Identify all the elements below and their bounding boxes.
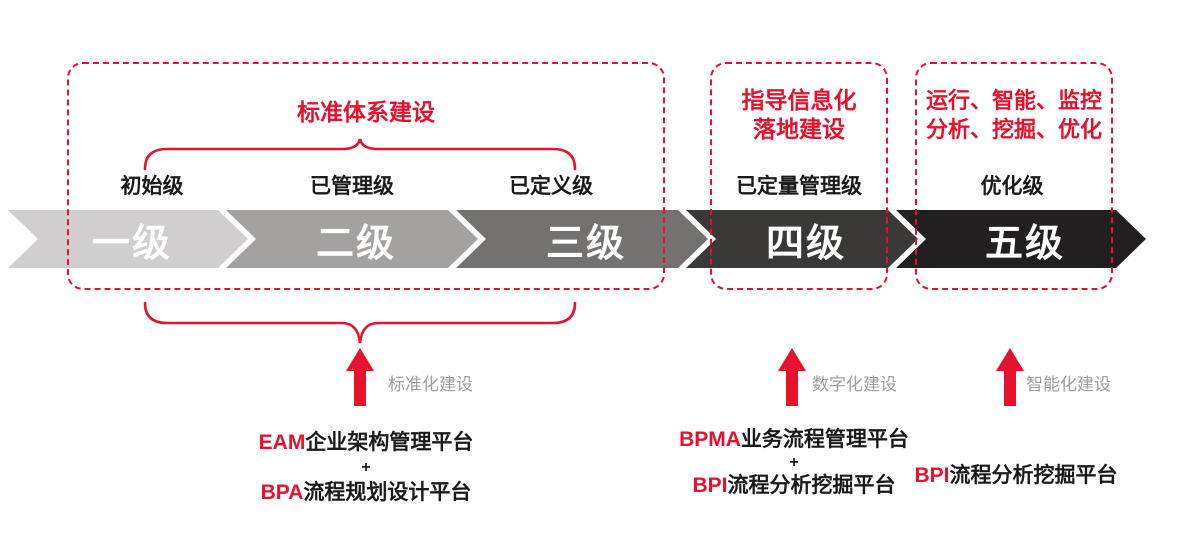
platform-group-bpma-bpi: BPMA业务流程管理平台 + BPI流程分析挖掘平台 <box>679 428 909 497</box>
level-chevron-3: 三级 <box>456 210 708 268</box>
curly-brace-top-icon <box>143 137 577 171</box>
stage-box-title-line1: 指导信息化 <box>741 87 857 113</box>
stage-box-title-line1: 运行、智能、监控 <box>925 88 1102 113</box>
up-arrow-icon <box>346 348 374 406</box>
plus-joiner: + <box>361 459 371 476</box>
stage-box-intelligent-ops: 运行、智能、监控 分析、挖掘、优化 <box>915 62 1113 290</box>
platform-line: BPI流程分析挖掘平台 <box>914 459 1117 489</box>
level-chevron-5: 五级 <box>896 210 1146 268</box>
phase-label-digitalization: 数字化建设 <box>812 375 897 394</box>
level-chevron-1: 一级 <box>8 210 248 268</box>
platform-name: 流程规划设计平台 <box>303 481 472 504</box>
platform-line: BPMA业务流程管理平台 <box>679 428 909 451</box>
stage-box-informatization: 指导信息化 落地建设 <box>710 62 888 290</box>
platform-line: EAM企业架构管理平台 <box>259 430 474 455</box>
stage-box-title-line2: 落地建设 <box>753 116 845 142</box>
level-chevron-4: 四级 <box>686 210 918 268</box>
platform-name: 流程分析挖掘平台 <box>949 464 1118 487</box>
maturity-label-4: 已定量管理级 <box>736 175 862 198</box>
plus-joiner: + <box>789 454 799 471</box>
platform-line: BPA流程规划设计平台 <box>259 480 474 505</box>
platform-group-eam-bpa: EAM企业架构管理平台 + BPA流程规划设计平台 <box>259 430 474 505</box>
platform-name: 企业架构管理平台 <box>305 431 474 454</box>
curly-brace-bottom-icon <box>143 301 577 345</box>
stage-box-standard-system: 标准体系建设 <box>67 62 665 290</box>
platform-name: 流程分析挖掘平台 <box>727 474 896 497</box>
platform-acronym: BPMA <box>679 428 741 451</box>
maturity-label-3: 已定义级 <box>509 175 593 198</box>
phase-label-standardization: 标准化建设 <box>388 375 473 394</box>
platform-line: BPI流程分析挖掘平台 <box>679 474 909 497</box>
maturity-label-2: 已管理级 <box>310 175 394 198</box>
platform-acronym: EAM <box>258 431 306 454</box>
stage-box-title: 指导信息化 落地建设 <box>712 86 886 144</box>
level-chevron-label: 一级 <box>91 222 172 265</box>
level-chevron-label: 二级 <box>315 222 396 265</box>
platform-group-bpi: BPI流程分析挖掘平台 <box>914 459 1117 489</box>
platform-acronym: BPI <box>914 464 950 487</box>
level-chevron-label: 四级 <box>765 222 846 265</box>
platform-acronym: BPI <box>692 474 728 497</box>
stage-box-title-line2: 分析、挖掘、优化 <box>925 117 1102 142</box>
stage-box-title: 标准体系建设 <box>297 99 435 125</box>
maturity-label-5: 优化级 <box>980 175 1044 198</box>
platform-acronym: BPA <box>260 481 304 504</box>
level-chevron-2: 二级 <box>226 210 478 268</box>
level-chevron-label: 三级 <box>545 222 626 265</box>
maturity-label-1: 初始级 <box>120 175 184 198</box>
up-arrow-icon <box>778 348 806 406</box>
platform-name: 业务流程管理平台 <box>740 428 909 451</box>
up-arrow-icon <box>996 348 1024 406</box>
phase-label-intelligence: 智能化建设 <box>1026 375 1111 394</box>
level-chevron-label: 五级 <box>984 222 1065 265</box>
stage-box-title: 运行、智能、监控 分析、挖掘、优化 <box>917 86 1111 144</box>
